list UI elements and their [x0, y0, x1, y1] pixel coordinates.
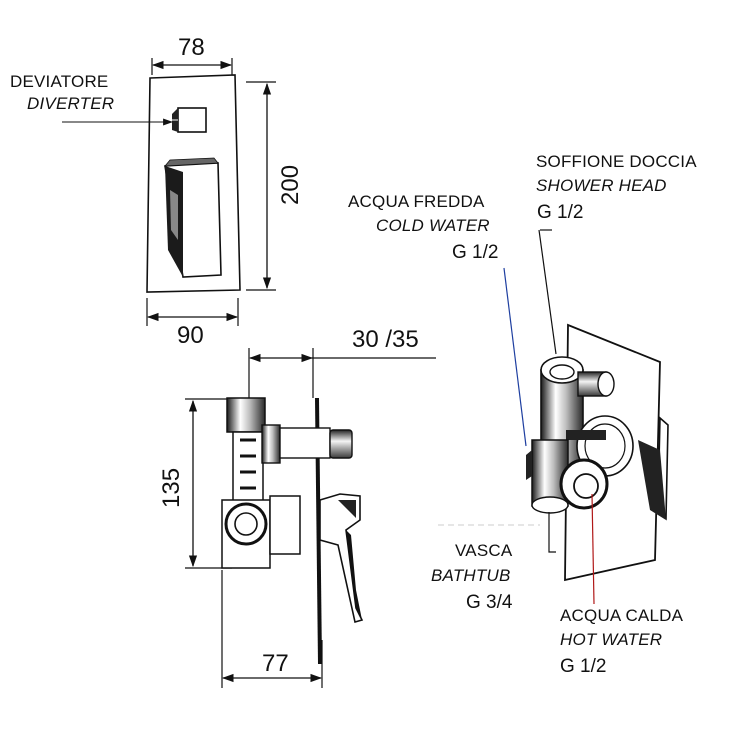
shower-head-leader	[538, 229, 557, 355]
label-cold-water-en: COLD WATER	[376, 216, 490, 235]
bathtub-leader	[548, 512, 556, 553]
lever-handle-icon	[164, 157, 222, 278]
perspective-view	[438, 229, 669, 605]
label-bathtub-thread: G 3/4	[466, 592, 513, 613]
label-hot-water-en: HOT WATER	[560, 630, 663, 649]
hot-water-leader	[591, 493, 595, 605]
front-view	[62, 58, 276, 326]
label-cold-water-thread: G 1/2	[452, 242, 499, 263]
label-bathtub-it: VASCA	[455, 541, 513, 560]
label-cold-water-it: ACQUA FREDDA	[348, 192, 485, 211]
label-diverter-it: DEVIATORE	[10, 72, 109, 91]
dim-side-width: 77	[262, 650, 289, 677]
lever-side-icon	[319, 493, 364, 624]
dim-side-depth: 30 /35	[352, 326, 419, 353]
label-shower-head-en: SHOWER HEAD	[536, 176, 667, 195]
label-hot-water-it: ACQUA CALDA	[560, 606, 684, 625]
valve-3d-icon	[526, 356, 634, 514]
label-diverter-en: DIVERTER	[27, 94, 115, 113]
diverter-knob-icon	[172, 107, 207, 133]
dim-side-height: 135	[158, 467, 185, 508]
side-view	[185, 348, 436, 688]
cold-water-leader	[503, 267, 527, 447]
label-hot-water-thread: G 1/2	[560, 656, 607, 677]
label-shower-head-it: SOFFIONE DOCCIA	[536, 152, 697, 171]
label-bathtub-en: BATHTUB	[431, 566, 511, 585]
label-shower-head-thread: G 1/2	[537, 202, 584, 223]
dim-front-width-bottom: 90	[177, 322, 204, 349]
valve-body-icon	[221, 397, 353, 569]
dim-front-width-top: 78	[178, 34, 205, 61]
dim-front-height: 200	[277, 164, 304, 205]
